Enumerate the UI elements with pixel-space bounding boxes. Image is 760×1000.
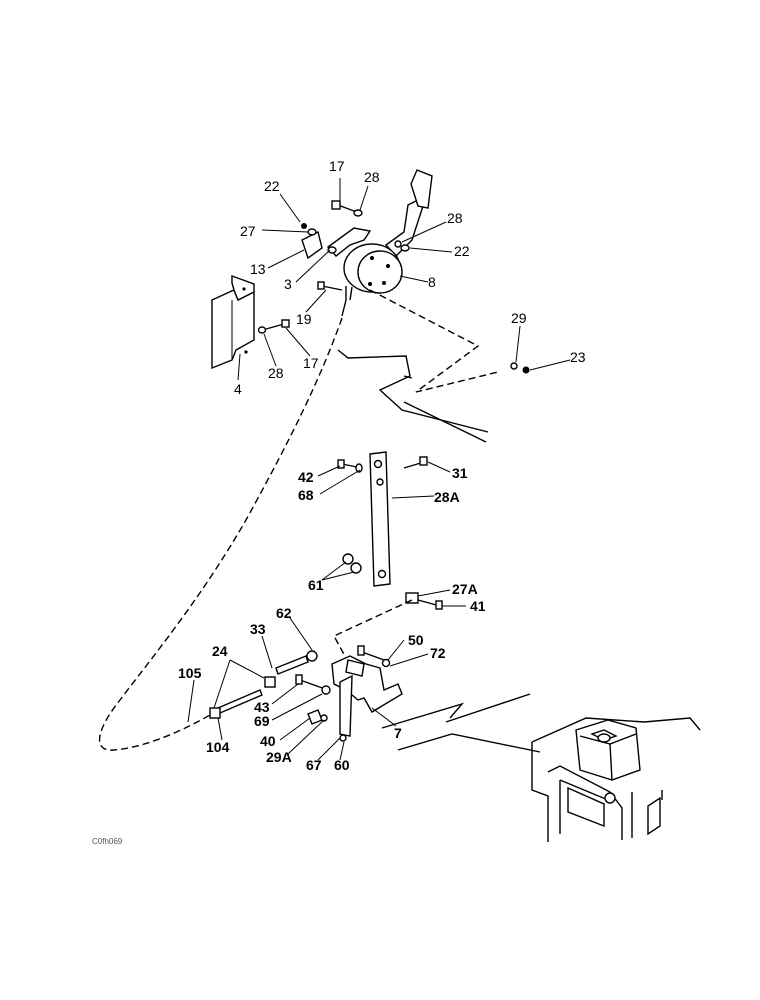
callout-labels: 17 28 22 27 28 22 13 3 8 19 4 28 17 29 2… — [92, 158, 586, 846]
callout-28-right: 28 — [447, 210, 463, 226]
callout-28-top: 28 — [364, 169, 380, 185]
callout-28-lower: 28 — [268, 365, 284, 381]
callout-105: 105 — [178, 665, 202, 681]
callout-31: 31 — [452, 465, 468, 481]
callout-4: 4 — [234, 381, 242, 397]
callout-22-left: 22 — [264, 178, 280, 194]
floor-plate-outline — [337, 349, 489, 443]
callout-17-top: 17 — [329, 158, 345, 174]
callout-17-lower: 17 — [303, 355, 319, 371]
callout-104: 104 — [206, 739, 230, 755]
callout-28A: 28A — [434, 489, 460, 505]
throttle-lever-assembly — [211, 169, 530, 374]
cable-route-line — [369, 289, 499, 393]
lever-bracket-assembly — [209, 645, 403, 742]
callout-22-right: 22 — [454, 243, 470, 259]
callout-27A: 27A — [452, 581, 478, 597]
callout-7: 7 — [394, 725, 402, 741]
callout-40: 40 — [260, 733, 276, 749]
figure-code: C0fh069 — [92, 837, 123, 846]
callout-69: 69 — [254, 713, 270, 729]
callout-68: 68 — [298, 487, 314, 503]
frame-outline — [381, 693, 541, 753]
callout-24: 24 — [212, 643, 228, 659]
callout-42: 42 — [298, 469, 314, 485]
callout-67: 67 — [306, 757, 322, 773]
callout-3: 3 — [284, 276, 292, 292]
leader-lines — [187, 178, 571, 761]
callout-60: 60 — [334, 757, 350, 773]
callout-41: 41 — [470, 598, 486, 614]
engine-housing — [531, 717, 701, 842]
callout-29A: 29A — [266, 749, 292, 765]
callout-13: 13 — [250, 261, 266, 277]
callout-43: 43 — [254, 699, 270, 715]
callout-27: 27 — [240, 223, 256, 239]
callout-19: 19 — [296, 311, 312, 327]
callout-29: 29 — [511, 310, 527, 326]
callout-61: 61 — [308, 577, 324, 593]
callout-23: 23 — [570, 349, 586, 365]
callout-8: 8 — [428, 274, 436, 290]
callout-50: 50 — [408, 632, 424, 648]
control-cable — [98, 317, 343, 751]
callout-72: 72 — [430, 645, 446, 661]
callout-33: 33 — [250, 621, 266, 637]
link-route-line — [333, 599, 413, 659]
link-bar-assembly — [337, 451, 443, 610]
callout-62: 62 — [276, 605, 292, 621]
